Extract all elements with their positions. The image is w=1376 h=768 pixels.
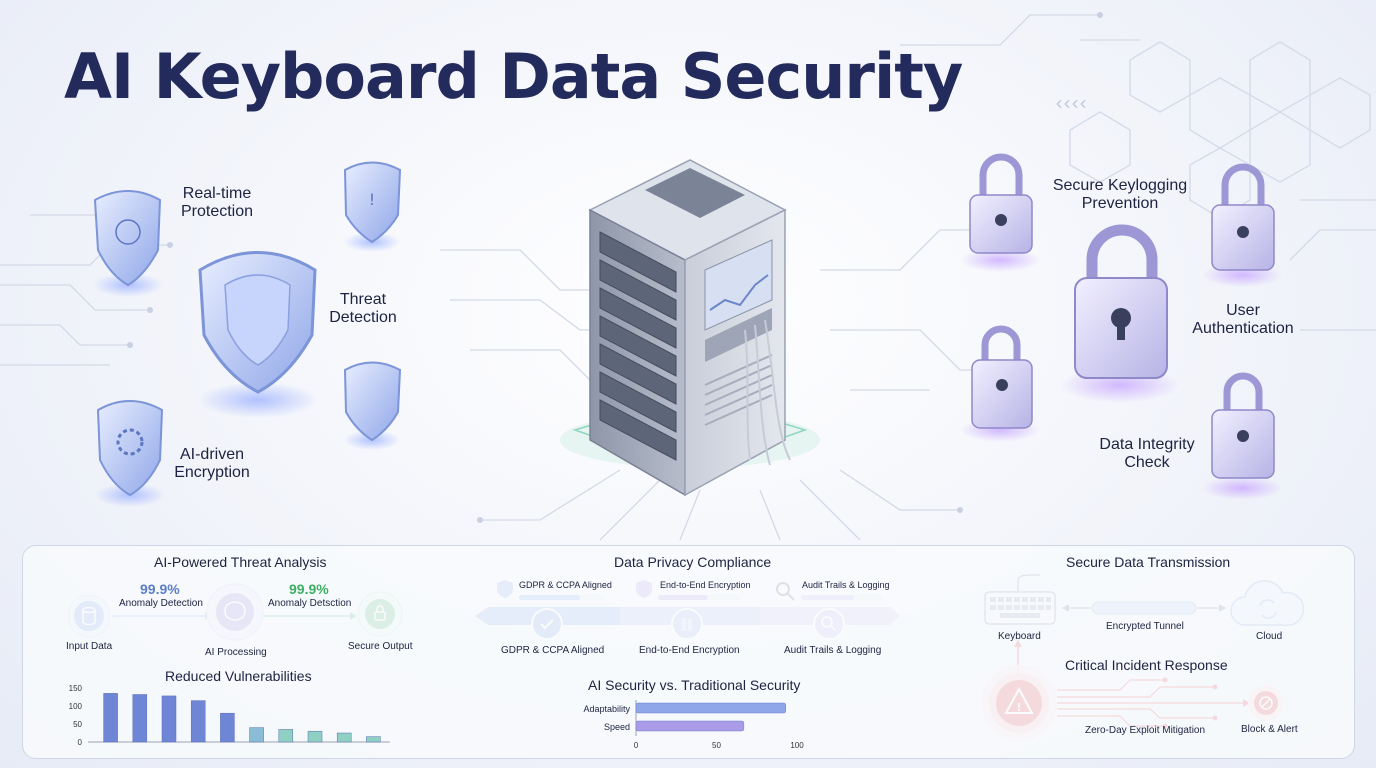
privacy-badge-2: End-to-End Encryption — [660, 580, 751, 590]
tunnel-label: Encrypted Tunnel — [1106, 621, 1184, 632]
feature-label-line1: AI-driven — [179, 446, 245, 463]
vulnerabilities-title: Reduced Vulnerabilities — [165, 668, 312, 684]
feature-user-authentication: User Authentication — [1187, 302, 1299, 338]
chevrons-icon: ‹‹‹‹ — [1055, 91, 1087, 115]
bar — [103, 693, 118, 743]
feature-data-integrity: Data Integrity Check — [1092, 436, 1202, 472]
transmission-title: Secure Data Transmission — [1066, 554, 1231, 570]
circuit-traces — [0, 14, 1376, 541]
metric-label-1: Anomaly Detection — [119, 598, 203, 609]
feature-label-line1: Real-time — [182, 185, 252, 202]
feature-keylogging-prevention: Secure Keylogging Prevention — [1050, 177, 1190, 213]
bar — [161, 695, 177, 743]
server-illustration — [560, 159, 820, 497]
feature-label-line2: Check — [1124, 454, 1170, 471]
y-tick-label: 150 — [69, 684, 83, 693]
y-tick-label: 50 — [73, 720, 82, 729]
incident-title: Critical Incident Response — [1065, 657, 1228, 673]
category-label: Speed — [604, 722, 630, 732]
feature-label-line1: Threat — [339, 291, 387, 308]
feature-label-line2: Authentication — [1192, 320, 1294, 337]
privacy-title: Data Privacy Compliance — [614, 554, 772, 570]
feature-label-line2: Encryption — [174, 464, 250, 481]
bar — [635, 720, 745, 732]
x-tick-label: 0 — [634, 741, 639, 750]
feature-label-line2: Detection — [329, 309, 397, 326]
page-title: AI Keyboard Data Security — [64, 40, 963, 113]
block-alert-label: Block & Alert — [1241, 724, 1298, 735]
feature-label-line2: Protection — [180, 203, 254, 220]
privacy-badge-3: Audit Trails & Logging — [802, 580, 890, 590]
keyboard-label: Keyboard — [998, 631, 1041, 642]
mitigation-label: Zero-Day Exploit Mitigation — [1085, 725, 1206, 736]
svg-text:!: ! — [369, 190, 375, 209]
bar — [190, 700, 206, 743]
privacy-step-3: Audit Trails & Logging — [784, 645, 882, 656]
threat-analysis-title: AI-Powered Threat Analysis — [154, 554, 327, 570]
privacy-step-1: GDPR & CCPA Aligned — [501, 645, 605, 656]
feature-realtime-protection: Real-time Protection — [170, 185, 264, 221]
metric-value-1: 99.9% — [140, 581, 180, 597]
step-input-data: Input Data — [66, 641, 113, 652]
vulnerabilities-bar-chart: 0 50 100 150 — [69, 684, 390, 747]
bar — [336, 732, 352, 743]
y-tick-label: 100 — [69, 702, 83, 711]
cloud-label: Cloud — [1256, 631, 1283, 642]
x-tick-label: 50 — [712, 741, 721, 750]
feature-label-line1: User — [1226, 302, 1260, 319]
bar — [278, 729, 294, 743]
bar — [366, 736, 381, 743]
bar — [132, 694, 148, 743]
bar — [307, 730, 323, 743]
bar — [249, 727, 264, 743]
privacy-badge-1: GDPR & CCPA Aligned — [519, 580, 612, 590]
feature-label-line1: Data Integrity — [1099, 436, 1195, 453]
privacy-step-2: End-to-End Encryption — [639, 645, 740, 656]
feature-ai-encryption: AI-driven Encryption — [165, 446, 259, 482]
step-ai-processing: AI Processing — [205, 647, 267, 658]
feature-label-line1: Secure Keylogging — [1052, 177, 1188, 194]
hexagon-pattern — [1069, 41, 1371, 219]
comparison-title: AI Security vs. Traditional Security — [588, 677, 801, 693]
x-tick-label: 100 — [790, 741, 804, 750]
category-label: Adaptability — [583, 704, 630, 714]
lock-icons — [960, 153, 1282, 500]
svg-text:‹‹‹‹: ‹‹‹‹ — [1055, 91, 1087, 115]
metric-label-2: Anomaly Detsction — [268, 598, 352, 609]
bar — [220, 712, 235, 743]
feature-threat-detection: Threat Detection — [318, 291, 408, 327]
metric-value-2: 99.9% — [289, 581, 329, 597]
feature-label-line2: Prevention — [1081, 195, 1159, 212]
y-tick-label: 0 — [78, 738, 83, 747]
bar — [635, 702, 786, 714]
shield-icons: ! — [93, 161, 402, 507]
step-secure-output: Secure Output — [348, 641, 413, 652]
